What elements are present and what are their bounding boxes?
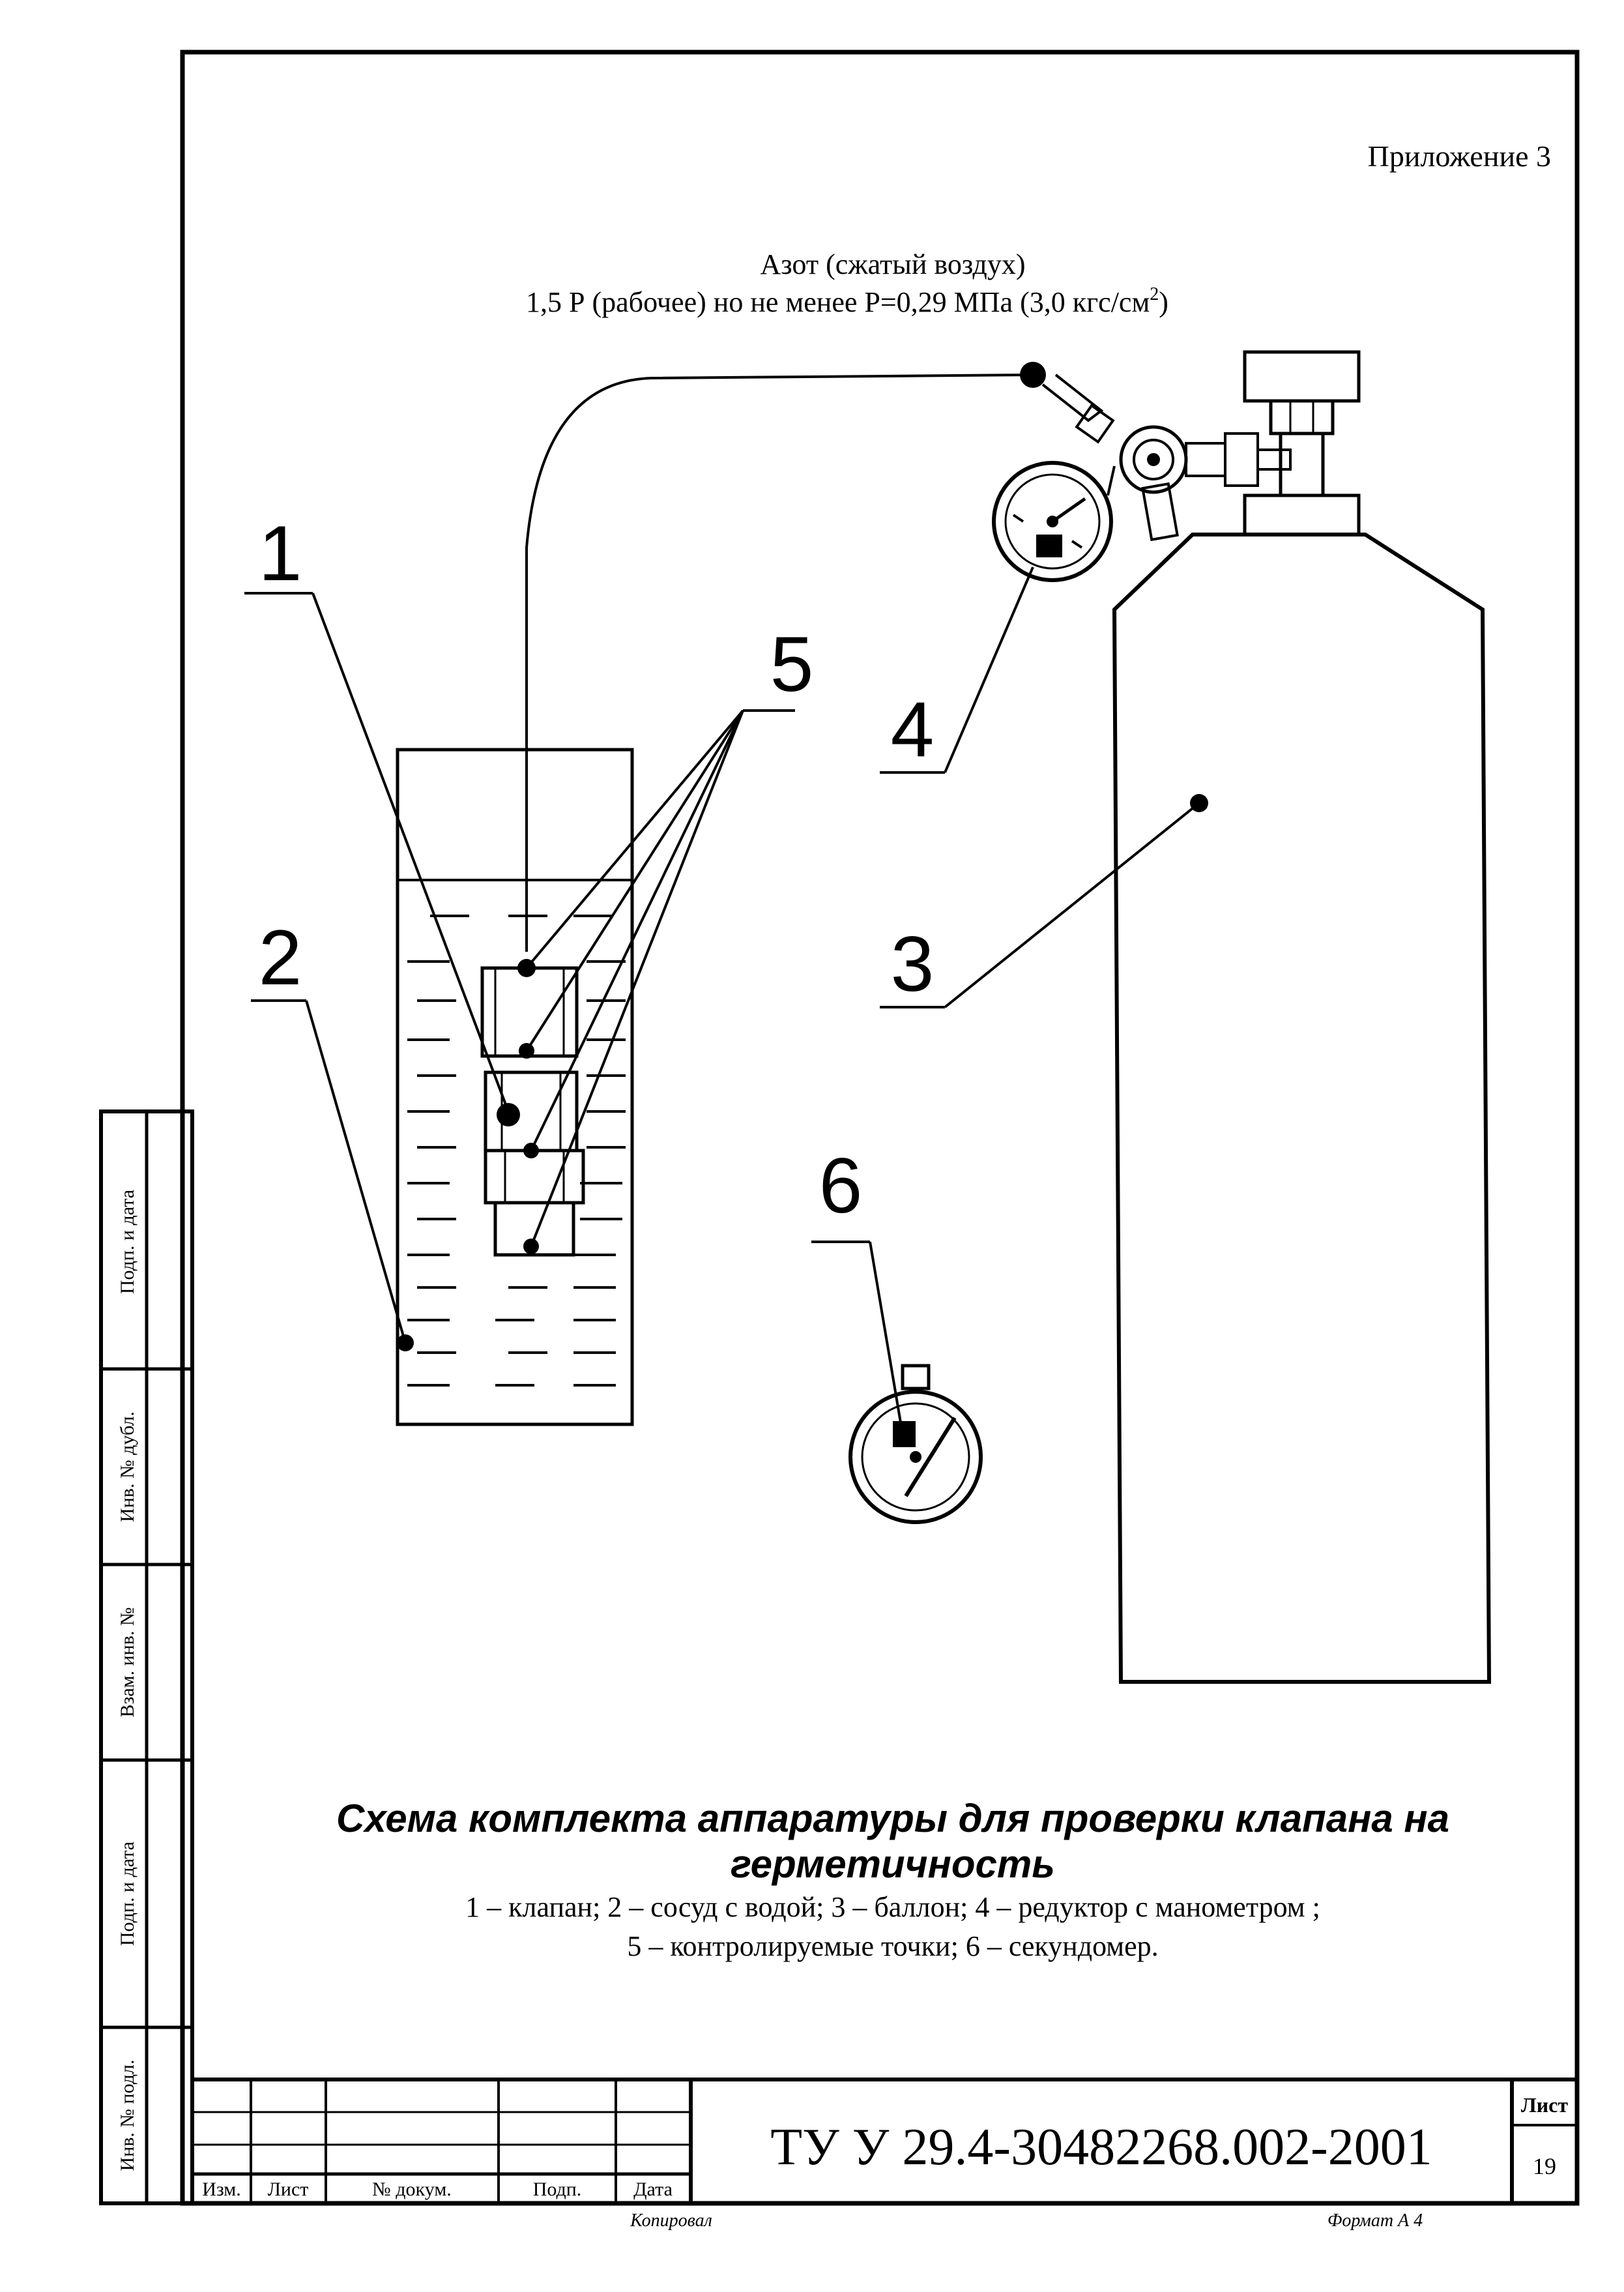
pressure-regulator [1020, 362, 1292, 542]
manometer [992, 461, 1113, 582]
stamp-inv-podl: Инв. № подл. [117, 2060, 138, 2171]
valve [480, 959, 585, 1257]
stopwatch [848, 1364, 983, 1524]
stamp-inv-dubl: Инв. № дубл. [117, 1411, 138, 1522]
gas-hose [525, 374, 1037, 952]
stamp-podp-data-2: Подп. и дата [117, 1842, 138, 1946]
callout-1-number: 1 [259, 510, 302, 597]
gas-label-line1: Азот (сжатый воздух) [761, 248, 1026, 280]
caption-title-line2: герметичность [731, 1842, 1055, 1886]
appendix-label: Приложение 3 [1368, 140, 1551, 173]
stamp-vzam-inv: Взам. инв. № [117, 1607, 138, 1717]
tb-izm-label: Изм. [202, 2179, 241, 2200]
callout-4-number: 4 [891, 686, 935, 773]
tb-list-label: Лист [268, 2179, 309, 2200]
tb-data-label: Дата [633, 2179, 673, 2200]
callout-6: 6 [811, 1142, 904, 1435]
water-dashes [407, 915, 626, 1387]
callout-6-number: 6 [819, 1142, 863, 1229]
caption-legend-line2: 5 – контролируемые точки; 6 – секундомер… [627, 1930, 1158, 1962]
gas-cylinder [1112, 350, 1492, 1684]
side-stamp: Подп. и дата Инв. № дубл. Взам. инв. № П… [99, 1109, 194, 2205]
sheet-frame [180, 50, 1580, 2206]
callout-5-number: 5 [770, 621, 814, 708]
callout-1: 1 [244, 510, 510, 1112]
callout-4: 4 [880, 566, 1034, 774]
gas-label: Азот (сжатый воздух) 1,5 Р (рабочее) но … [526, 248, 1168, 318]
tb-sheet-number: 19 [1533, 2153, 1556, 2179]
callout-5: 5 [525, 621, 814, 1247]
stamp-podp-data-1: Подп. и дата [117, 1190, 138, 1294]
footer-copied: Копировал [630, 2211, 712, 2231]
caption: Схема комплекта аппаратуры для проверки … [336, 1797, 1449, 1962]
caption-legend-line1: 1 – клапан; 2 – сосуд с водой; 3 – балло… [465, 1891, 1320, 1923]
callout-3-number: 3 [891, 920, 935, 1008]
footer-format: Формат А 4 [1327, 2211, 1423, 2231]
tb-designation: ТУ У 29.4-30482268.002-2001 [770, 2119, 1432, 2176]
title-block: Изм. Лист № докум. Подп. Дата ТУ У 29.4-… [192, 2078, 1577, 2203]
tb-dokum-label: № докум. [372, 2179, 452, 2200]
callout-2: 2 [251, 914, 407, 1344]
caption-title-line1: Схема комплекта аппаратуры для проверки … [336, 1797, 1449, 1840]
callout-2-number: 2 [259, 914, 302, 1001]
callout-3: 3 [880, 802, 1200, 1008]
gas-label-line2: 1,5 Р (рабочее) но не менее Р=0,29 МПа (… [526, 284, 1168, 318]
tb-podp-label: Подп. [533, 2179, 582, 2200]
tb-sheet-label: Лист [1521, 2093, 1568, 2117]
water-vessel [396, 748, 634, 1426]
